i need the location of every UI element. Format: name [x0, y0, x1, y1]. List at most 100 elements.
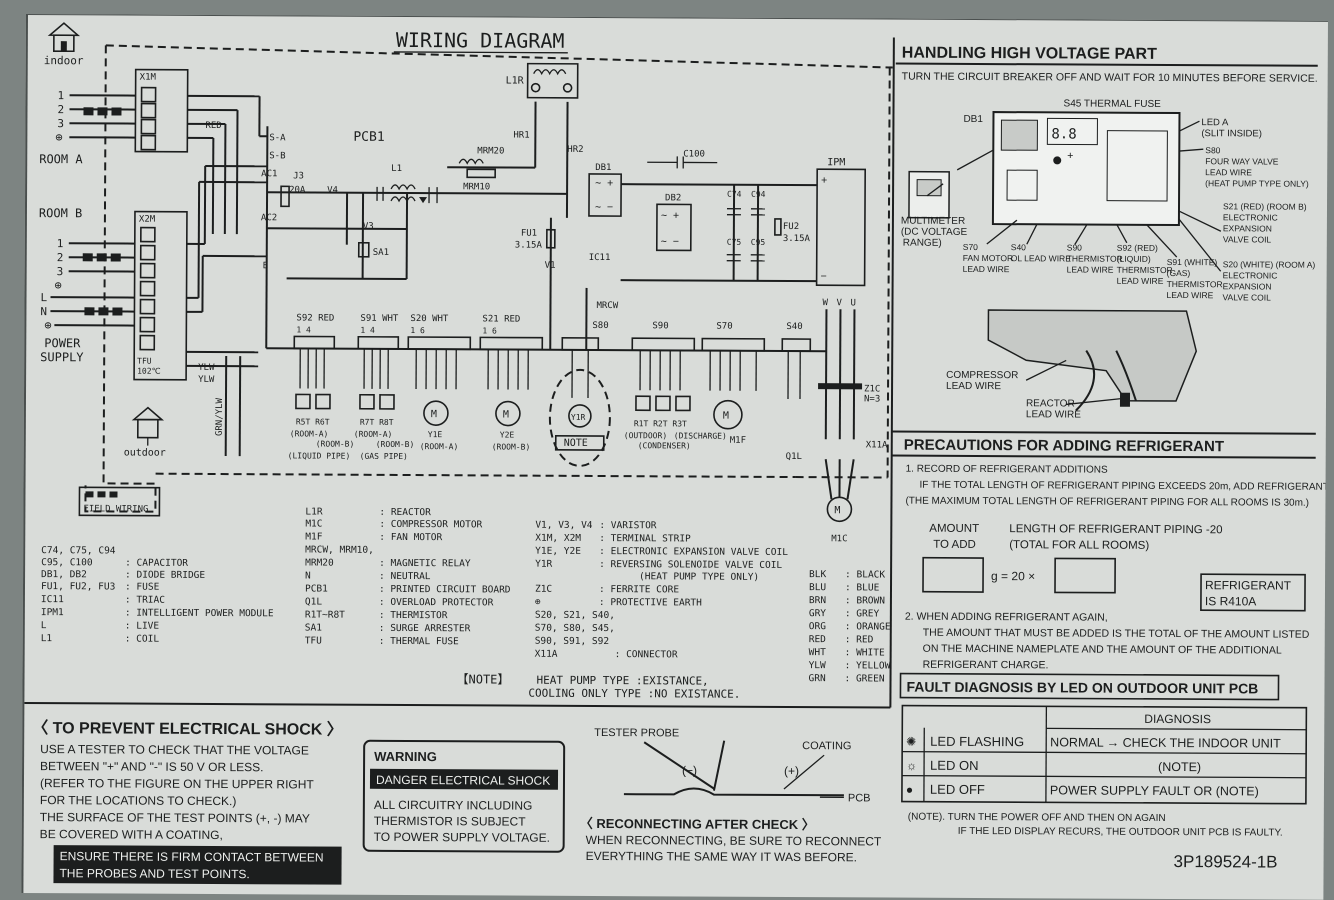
svg-text:: REVERSING SOLENOIDE VALVE CO: : REVERSING SOLENOIDE VALVE COIL: [599, 559, 782, 571]
svg-text:1 6: 1 6: [482, 326, 497, 335]
legend-left: C74, C75, C94 C95, C100: CAPACITOR DB1, …: [41, 545, 274, 645]
wire-red: RED: [205, 121, 221, 131]
svg-text:3: 3: [57, 265, 64, 278]
rectifier-section: DB1 ~ + ~ − C100 DB2 ~ + ~ − C74 C94 C75…: [515, 149, 818, 350]
outdoor-label: outdoor: [124, 448, 166, 459]
svg-text:(GAS): (GAS): [1167, 268, 1191, 278]
svg-text:Y1E, Y2E: Y1E, Y2E: [535, 546, 581, 557]
svg-text:M1F: M1F: [730, 436, 746, 446]
svg-text:LEAD WIRE: LEAD WIRE: [1117, 276, 1164, 286]
svg-text:LENGTH OF REFRIGERANT PIPING -: LENGTH OF REFRIGERANT PIPING -20: [1009, 523, 1222, 536]
svg-text:LED A: LED A: [1201, 117, 1229, 128]
svg-text:: FAN MOTOR: : FAN MOTOR: [379, 532, 442, 543]
svg-text:COATING: COATING: [802, 740, 851, 752]
hv-db1: DB1: [963, 114, 983, 125]
svg-text:S40: S40: [1011, 242, 1026, 252]
field-wiring-label: FIELD WIRING: [83, 504, 148, 514]
svg-text:WHEN RECONNECTING, BE SURE TO: WHEN RECONNECTING, BE SURE TO RECONNECT: [586, 833, 882, 849]
svg-text:⊕: ⊕: [535, 597, 541, 608]
svg-text:(ROOM-A): (ROOM-A): [354, 430, 393, 439]
svg-text:(DC VOLTAGE: (DC VOLTAGE: [901, 227, 968, 238]
svg-text:102℃: 102℃: [137, 367, 160, 376]
relay-section: MRM20 MRM10 HR1 HR2 L1R: [447, 62, 584, 218]
svg-text:FOR THE LOCATIONS TO CHECK.): FOR THE LOCATIONS TO CHECK.): [40, 793, 237, 808]
svg-text:X2M: X2M: [139, 215, 156, 225]
svg-text:THERMISTOR: THERMISTOR: [1117, 265, 1173, 275]
svg-text:~ −: ~ −: [595, 202, 613, 213]
svg-text:MRM10: MRM10: [463, 182, 490, 192]
svg-text:(+): (+): [784, 764, 799, 778]
svg-text:IC11: IC11: [41, 594, 64, 605]
note-box-label: NOTE: [564, 438, 588, 449]
svg-text:THERMISTOR: THERMISTOR: [1067, 253, 1123, 263]
svg-text:OL LEAD WIRE: OL LEAD WIRE: [1011, 253, 1072, 263]
precautions-title: PRECAUTIONS FOR ADDING REFRIGERANT: [904, 437, 1224, 456]
svg-text:(ROOM-B): (ROOM-B): [376, 440, 415, 449]
svg-text:M: M: [834, 505, 840, 516]
svg-text:Q1L: Q1L: [305, 596, 322, 607]
svg-text:~ −: ~ −: [661, 236, 679, 247]
svg-text:X11A: X11A: [535, 649, 558, 660]
indoor-house-icon: [47, 22, 81, 53]
indoor-label: indoor: [44, 54, 84, 67]
svg-text:: DIODE BRIDGE: : DIODE BRIDGE: [125, 570, 205, 581]
svg-text:Q1L: Q1L: [786, 452, 802, 462]
svg-text:L1R: L1R: [506, 76, 525, 87]
svg-text:IPM: IPM: [827, 157, 845, 168]
sensor-r1t-r3t: R1T R2T R3T: [634, 419, 687, 428]
svg-text:IS R410A: IS R410A: [1205, 594, 1256, 608]
svg-text:ORG: ORG: [809, 621, 826, 632]
fault-title: FAULT DIAGNOSIS BY LED ON OUTDOOR UNIT P…: [906, 679, 1258, 697]
svg-text:HR2: HR2: [567, 145, 583, 155]
svg-text:POWER SUPPLY FAULT OR (NOTE): POWER SUPPLY FAULT OR (NOTE): [1050, 783, 1259, 798]
svg-text:ON THE MACHINE NAMEPLATE AND T: ON THE MACHINE NAMEPLATE AND THE AMOUNT …: [923, 643, 1282, 657]
svg-text:S70: S70: [716, 322, 732, 332]
highlight-bar: [53, 845, 342, 885]
svg-text:: ELECTRONIC EXPANSION VALVE C: : ELECTRONIC EXPANSION VALVE COIL: [599, 546, 788, 558]
svg-text:S80: S80: [592, 321, 608, 331]
svg-text:S70: S70: [963, 242, 978, 252]
sensor-r7t-r8t: R7T R8T: [360, 418, 394, 427]
svg-text:ELECTRONIC: ELECTRONIC: [1223, 270, 1278, 280]
svg-text:S40: S40: [786, 322, 802, 332]
svg-text:: MAGNETIC RELAY: : MAGNETIC RELAY: [379, 558, 471, 569]
svg-text:C100: C100: [683, 149, 705, 159]
svg-text:TO ADD: TO ADD: [933, 539, 976, 551]
field-boundary: [84, 45, 157, 513]
svg-text:S91 WHT: S91 WHT: [360, 314, 399, 324]
svg-text:V4: V4: [327, 186, 338, 196]
svg-text:M: M: [431, 409, 437, 420]
warning-box: WARNING DANGER ELECTRICAL SHOCK ALL CIRC…: [362, 739, 566, 853]
svg-text:S70, S80, S45,: S70, S80, S45,: [535, 623, 615, 634]
svg-text:: CONNECTOR: : CONNECTOR: [615, 649, 678, 660]
svg-text:(LIQUID): (LIQUID): [1117, 254, 1151, 264]
svg-text:FU1: FU1: [521, 229, 537, 239]
svg-text:: PROTECTIVE EARTH: : PROTECTIVE EARTH: [599, 597, 702, 609]
svg-text:⊕: ⊕: [55, 130, 62, 144]
svg-text:TO POWER SUPPLY VOLTAGE.: TO POWER SUPPLY VOLTAGE.: [374, 830, 550, 845]
svg-text:S80: S80: [1205, 145, 1220, 155]
svg-text:2: 2: [57, 103, 64, 116]
svg-text:3.15A: 3.15A: [515, 241, 543, 251]
svg-text:AC2: AC2: [261, 213, 277, 223]
wire-grn-ylw: GRN/YLW: [215, 397, 225, 436]
compressor-illustration: [987, 309, 1198, 412]
svg-text:MRM20: MRM20: [305, 557, 334, 568]
svg-text:DANGER ELECTRICAL SHOCK: DANGER ELECTRICAL SHOCK: [376, 773, 550, 788]
svg-text:: FERRITE CORE: : FERRITE CORE: [599, 584, 679, 595]
svg-text:EVERYTHING THE SAME WAY IT WAS: EVERYTHING THE SAME WAY IT WAS BEFORE.: [586, 849, 857, 864]
svg-text:LEAD WIRE: LEAD WIRE: [1026, 409, 1081, 420]
svg-text:: OVERLOAD PROTECTOR: : OVERLOAD PROTECTOR: [379, 597, 494, 609]
svg-text:1 4: 1 4: [296, 325, 311, 334]
svg-text:IF THE LED DISPLAY RECURS, THE: IF THE LED DISPLAY RECURS, THE OUTDOOR U…: [958, 826, 1283, 839]
svg-text:C74, C75, C94: C74, C75, C94: [41, 545, 116, 556]
svg-text:M: M: [723, 411, 729, 422]
svg-text:: PRINTED CIRCUIT BOARD: : PRINTED CIRCUIT BOARD: [379, 584, 511, 596]
svg-text:S-B: S-B: [269, 151, 285, 161]
svg-text:LEAD WIRE: LEAD WIRE: [1067, 264, 1114, 274]
svg-text:N=3: N=3: [864, 394, 880, 404]
svg-text:+: +: [1067, 150, 1073, 161]
svg-text:WHT: WHT: [809, 647, 826, 658]
hv-title: HANDLING HIGH VOLTAGE PART: [902, 45, 1157, 63]
multimeter-icon: [908, 170, 950, 219]
